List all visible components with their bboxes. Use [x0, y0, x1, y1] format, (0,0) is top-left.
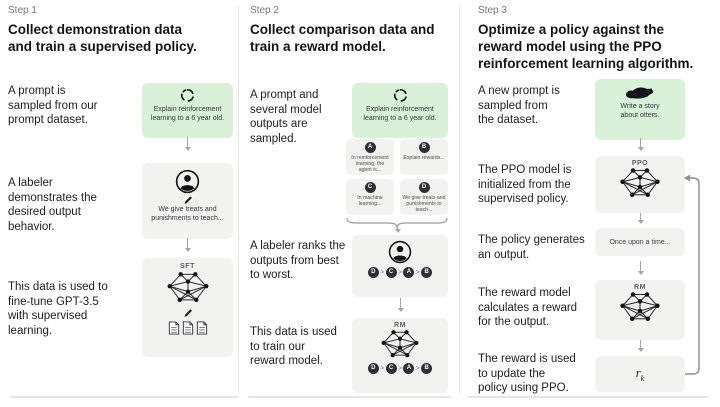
step-3-heading: Optimize a policy against the reward mod…: [478, 22, 694, 71]
sft-model-label: SFT: [180, 263, 195, 270]
rank-separator: >: [398, 365, 402, 372]
step-2-label: Step 2: [250, 5, 279, 16]
step-3-annotation-prompt: A new prompt is sampled from the dataset…: [478, 85, 560, 126]
pencil-icon: [183, 308, 193, 318]
prompt-text: Explain reinforcement learning to a 6 ye…: [150, 106, 225, 122]
step-2-heading: Collect comparison data and train a rewa…: [250, 22, 435, 54]
rank-separator: >: [380, 365, 385, 372]
step-1-annotation-prompt: A prompt is sampled from our prompt data…: [8, 85, 98, 126]
prompt-text: Write a story about otters.: [620, 103, 660, 119]
step-2-labeler-box: D > C > A > B: [352, 235, 448, 297]
output-text: In machine learning...: [357, 195, 383, 207]
bottom-rule-2: [248, 396, 451, 398]
step-1-labeler-box: We give treats and punishments to teach.…: [142, 163, 233, 239]
output-text: In reinforcement learning, the agent is.…: [351, 155, 389, 173]
otter-icon: [625, 86, 655, 100]
person-icon: [175, 169, 200, 194]
step-3-reward-box: rk: [595, 356, 685, 392]
reward-symbol-subscript: k: [640, 374, 645, 384]
step-2-annotation-train: This data is used to train our reward mo…: [250, 326, 337, 367]
pencil-icon: [183, 195, 193, 205]
step-2-rm-box: RM D > C > A > B: [352, 318, 448, 393]
output-letter-badge: C: [364, 182, 376, 193]
rank-badge: B: [421, 363, 433, 374]
down-arrow-icon: [637, 138, 644, 151]
bottom-rule-3: [468, 396, 708, 398]
model-output-c: C In machine learning...: [346, 179, 394, 215]
document-icon: [182, 321, 194, 335]
neural-network-icon: [381, 329, 419, 360]
step-1-annotation-labeler: A labeler demonstrates the desired outpu…: [8, 177, 97, 233]
step-3-ppo-box: PPO: [595, 156, 685, 213]
rank-badge: A: [403, 363, 415, 374]
step-1-annotation-finetune: This data is used to fine-tune GPT-3.5 w…: [8, 281, 108, 337]
labeler-demo-text: We give treats and punishments to teach.…: [151, 206, 224, 222]
step-1-label: Step 1: [8, 5, 37, 16]
down-arrow-icon: [184, 137, 191, 151]
output-text: Explain rewards...: [403, 155, 445, 161]
down-arrow-icon: [637, 340, 644, 352]
document-icon: [168, 321, 180, 335]
model-output-b: B Explain rewards...: [400, 139, 448, 175]
neural-network-icon: [620, 167, 660, 200]
step-3-output-box: Once upon a time...: [595, 228, 685, 256]
ranking-row: D > C > A > B: [367, 363, 433, 374]
down-arrow-icon: [184, 238, 191, 252]
step-3-annotation-update: The reward is used to update the policy …: [478, 353, 576, 394]
person-icon: [388, 240, 412, 264]
rm-model-label: RM: [394, 322, 406, 329]
brace-icon: [346, 217, 448, 228]
rm-model-label: RM: [634, 284, 646, 291]
step-3-annotation-reward: The reward model calculates a reward for…: [478, 287, 578, 328]
neural-network-icon: [620, 291, 660, 324]
rank-separator: >: [415, 365, 420, 372]
step-3-annotation-init: The PPO model is initialized from the su…: [478, 164, 572, 205]
ppo-model-label: PPO: [631, 160, 649, 167]
documents-row: [168, 321, 208, 335]
rank-badge: A: [403, 267, 415, 278]
down-arrow-icon: [394, 226, 401, 233]
generated-output-text: Once upon a time...: [609, 238, 671, 246]
output-letter-badge: D: [418, 182, 430, 193]
column-divider-1: [238, 5, 239, 393]
rank-separator: >: [398, 269, 402, 276]
down-arrow-icon: [397, 298, 404, 312]
rank-badge: D: [367, 363, 379, 374]
prompt-text: Explain reinforcement learning to a 6 ye…: [363, 106, 437, 122]
rank-separator: >: [380, 269, 385, 276]
rank-badge: D: [367, 267, 379, 278]
reward-symbol-r: r: [635, 366, 641, 381]
bottom-rule-1: [10, 396, 238, 398]
down-arrow-icon: [637, 261, 644, 275]
ranking-row: D > C > A > B: [367, 267, 433, 278]
output-letter-badge: A: [364, 142, 376, 153]
step-2-annotation-prompt: A prompt and several model outputs are s…: [250, 89, 322, 145]
cycle-icon: [393, 88, 408, 103]
rank-separator: >: [415, 269, 420, 276]
document-icon: [196, 321, 208, 335]
step-3-prompt-box: Write a story about otters.: [595, 79, 685, 140]
step-3-rm-box: RM: [595, 280, 685, 340]
down-arrow-icon: [637, 213, 644, 224]
step-3-label: Step 3: [478, 5, 507, 16]
step-2-prompt-box: Explain reinforcement learning to a 6 ye…: [352, 83, 448, 138]
model-output-d: D We give treats and punishments to teac…: [400, 179, 448, 215]
rank-badge: C: [385, 363, 397, 374]
model-output-a: A In reinforcement learning, the agent i…: [346, 139, 394, 175]
step-1-prompt-box: Explain reinforcement learning to a 6 ye…: [142, 83, 233, 138]
output-letter-badge: B: [418, 142, 430, 153]
output-text: We give treats and punishments to teach.…: [402, 195, 446, 213]
step-1-sft-box: SFT: [142, 258, 233, 357]
step-2-annotation-rank: A labeler ranks the outputs from best to…: [250, 240, 346, 281]
rank-badge: B: [421, 267, 433, 278]
step-1-heading: Collect demonstration data and train a s…: [8, 22, 197, 54]
cycle-icon: [180, 88, 195, 103]
neural-network-icon: [167, 270, 209, 306]
column-divider-2: [459, 5, 460, 393]
rank-badge: C: [385, 267, 397, 278]
feedback-loop-arrow-icon: [681, 170, 703, 382]
reward-symbol: rk: [636, 364, 644, 383]
step-3-annotation-output: The policy generates an output.: [478, 234, 585, 261]
